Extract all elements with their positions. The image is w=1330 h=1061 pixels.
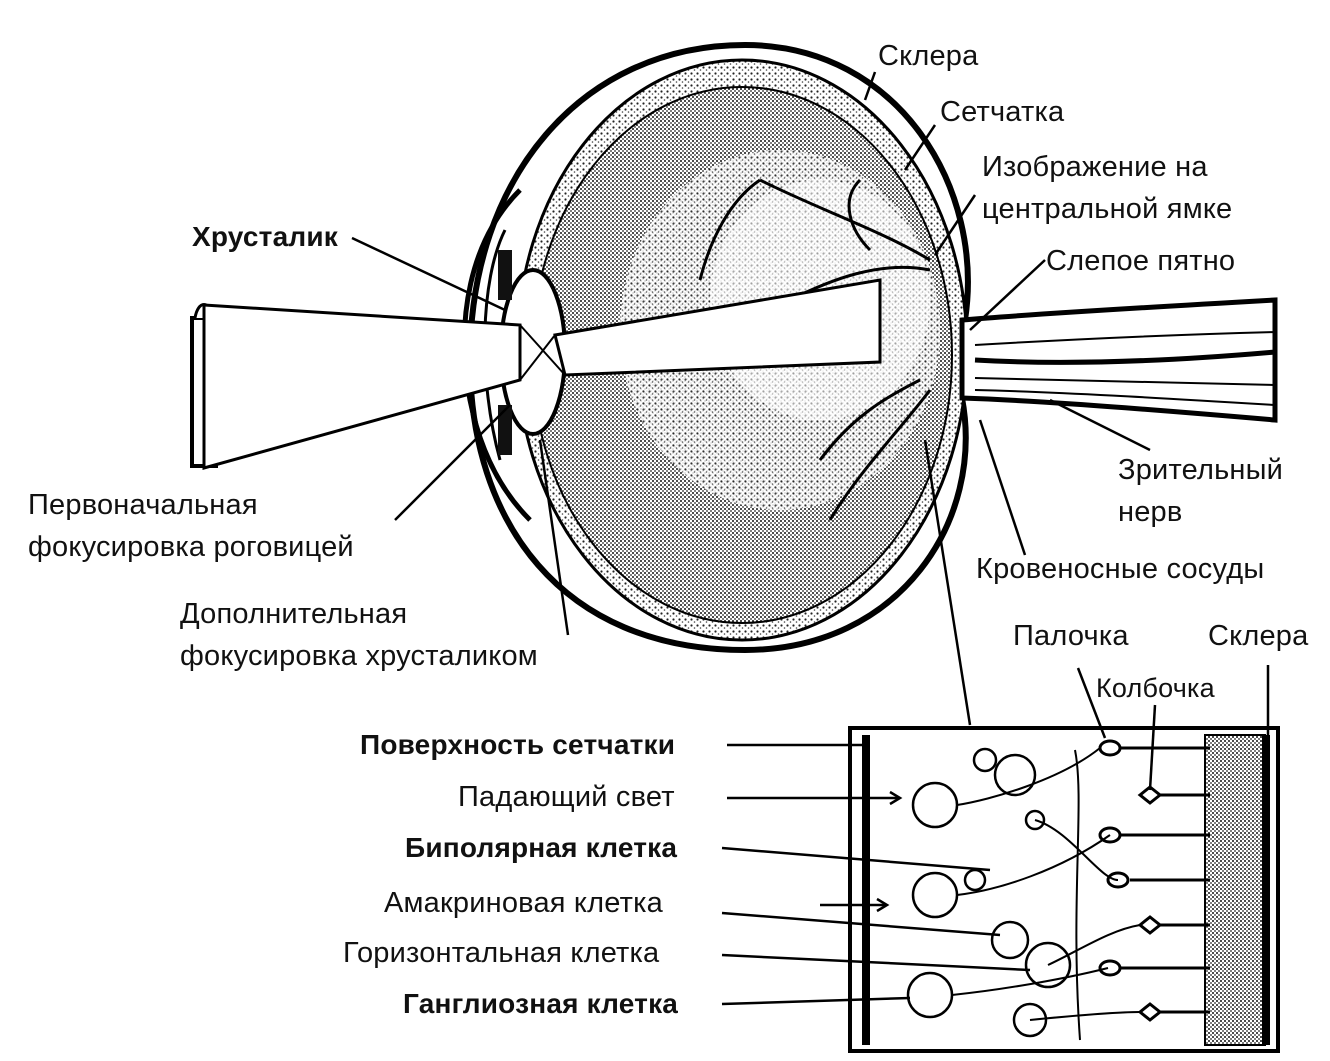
label-ganglion-cell: Ганглиозная клетка (403, 988, 679, 1019)
label-incident-light: Падающий свет (458, 781, 675, 813)
pointer-lines (351, 71, 1151, 726)
label-blood-vessels: Кровеносные сосуды (976, 553, 1265, 585)
label-lens: Хрусталик (192, 221, 338, 252)
retina-inset (848, 726, 1280, 1053)
inset-pointer-lines (721, 665, 1270, 1006)
label-sclera-top: Склера (878, 40, 979, 72)
eyeball (461, 41, 978, 654)
label-amacrine-cell: Амакриновая клетка (384, 887, 663, 919)
retinal-vessels (698, 178, 932, 521)
label-cone: Колбочка (1096, 673, 1215, 703)
label-fovea-image-line1: Изображение на (982, 151, 1208, 183)
label-fovea-image-line2: центральной ямке (982, 193, 1233, 225)
label-lens-focus-line2: фокусировка хрусталиком (180, 640, 538, 672)
label-cornea-focus-line2: фокусировка роговицей (28, 531, 354, 563)
label-cornea-focus-line1: Первоначальная (28, 489, 258, 521)
label-blind-spot: Слепое пятно (1046, 245, 1236, 277)
label-retina: Сетчатка (940, 96, 1065, 128)
label-optic-nerve-line2: нерв (1118, 496, 1183, 528)
optic-nerve (959, 297, 1278, 423)
light-rays (202, 278, 882, 470)
label-lens-focus-line1: Дополнительная (180, 598, 408, 630)
label-horizontal-cell: Горизонтальная клетка (343, 937, 660, 969)
label-retina-surface: Поверхность сетчатки (360, 729, 676, 760)
label-sclera-inset: Склера (1208, 620, 1309, 652)
label-rod: Палочка (1013, 620, 1129, 652)
label-optic-nerve-line1: Зрительный (1118, 454, 1284, 486)
label-bipolar-cell: Биполярная клетка (405, 832, 678, 863)
